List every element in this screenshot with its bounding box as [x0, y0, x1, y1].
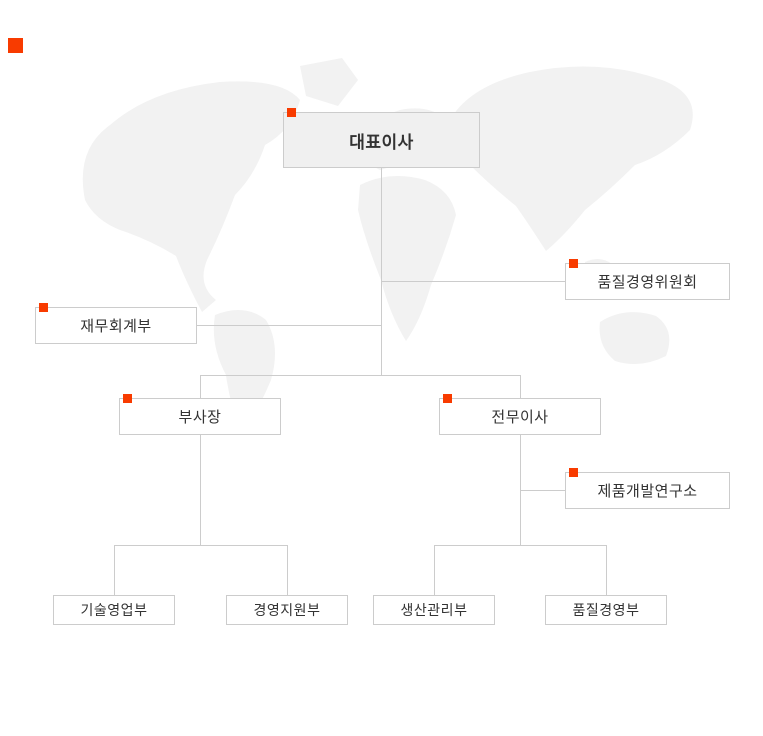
org-node-product-research: 제품개발연구소 [565, 468, 730, 509]
org-node-dept-technical-sales: 기술영업부 [53, 595, 175, 625]
org-node-vice-president: 부사장 [119, 394, 281, 435]
node-marker-icon [569, 259, 578, 268]
connector-line-ed-children [434, 545, 607, 546]
org-node-dept-management-support-label: 경영지원부 [253, 602, 321, 618]
node-marker-icon [287, 108, 296, 117]
connector-line-dept-1-drop [114, 545, 115, 595]
connector-line-dept-2-drop [287, 545, 288, 595]
org-node-dept-quality-management-label: 품질경영부 [572, 602, 640, 618]
org-node-dept-technical-sales-label: 기술영업부 [80, 602, 148, 618]
connector-line-vp-drop [200, 375, 201, 398]
connector-line-finance [197, 325, 381, 326]
org-node-ceo-label: 대표이사 [349, 132, 414, 152]
org-node-finance-accounting-label: 재무회계부 [80, 318, 152, 335]
org-node-dept-management-support: 경영지원부 [226, 595, 348, 625]
connector-line-research [520, 490, 565, 491]
org-node-quality-committee-label: 품질경영위원회 [597, 274, 698, 291]
org-node-ceo: 대표이사 [283, 108, 480, 168]
connector-line-executive-row [200, 375, 521, 376]
connector-line-dept-3-drop [434, 545, 435, 595]
page-corner-accent-square-icon [8, 38, 23, 53]
org-node-vice-president-label: 부사장 [178, 409, 222, 426]
org-node-product-research-label: 제품개발연구소 [597, 483, 698, 500]
connector-line-dept-4-drop [606, 545, 607, 595]
org-node-dept-quality-management: 품질경영부 [545, 595, 667, 625]
connector-line-vp-children [114, 545, 288, 546]
org-node-dept-production-management: 생산관리부 [373, 595, 495, 625]
org-node-executive-director: 전무이사 [439, 394, 601, 435]
node-marker-icon [39, 303, 48, 312]
connector-line-committee [381, 281, 565, 282]
org-node-finance-accounting: 재무회계부 [35, 303, 197, 344]
org-node-quality-committee: 품질경영위원회 [565, 259, 730, 300]
node-marker-icon [569, 468, 578, 477]
node-marker-icon [443, 394, 452, 403]
org-node-dept-production-management-label: 생산관리부 [400, 602, 468, 618]
connector-line-root-trunk [381, 168, 382, 375]
connector-line-vp-trunk [200, 435, 201, 545]
connector-line-ed-drop [520, 375, 521, 398]
node-marker-icon [123, 394, 132, 403]
org-node-executive-director-label: 전무이사 [491, 409, 549, 426]
